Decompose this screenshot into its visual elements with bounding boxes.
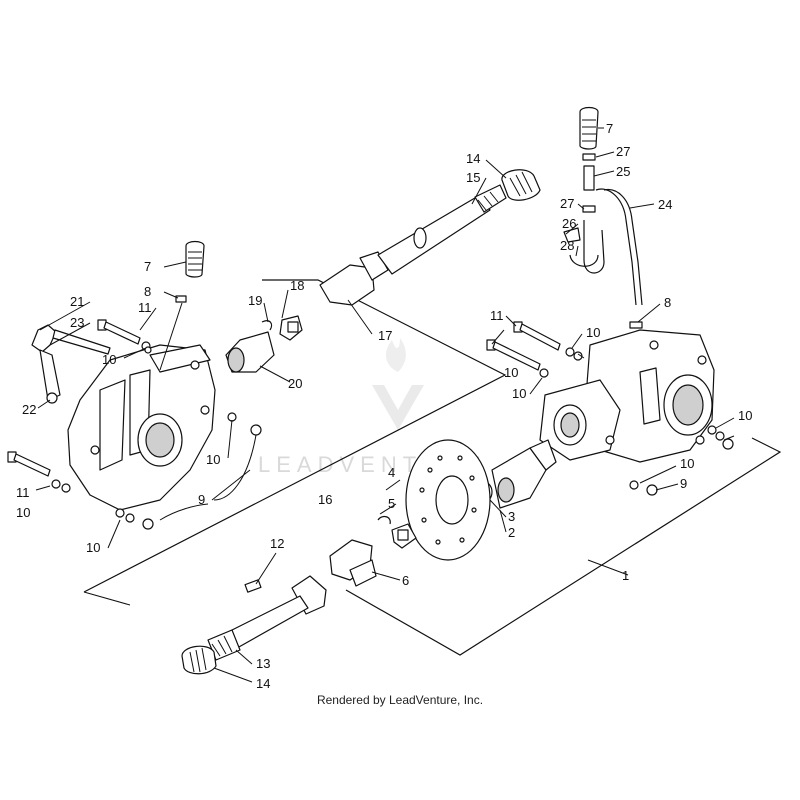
callout-11-left-lower: 11 [16, 485, 30, 500]
drive-shaft-lower [207, 575, 327, 661]
washer-left-3 [51, 479, 61, 489]
callout-11-right: 11 [490, 308, 504, 323]
footer-credit: Rendered by LeadVenture, Inc. [316, 693, 484, 707]
callout-4: 4 [388, 465, 395, 480]
callout-13: 13 [256, 656, 270, 671]
callout-5: 5 [388, 496, 395, 511]
callout-28: 28 [560, 238, 574, 253]
callout-26: 26 [562, 216, 576, 231]
washer-right-2 [573, 351, 583, 361]
yoke-6 [329, 539, 377, 587]
washer-left-7 [227, 412, 237, 422]
callout-10-g: 10 [738, 408, 752, 423]
washer-right-4 [707, 425, 717, 435]
callout-14-upper: 14 [466, 151, 480, 166]
callout-1: 1 [622, 568, 629, 583]
coupler-assembly-18 [225, 315, 303, 373]
bolt-right-lower [486, 339, 541, 371]
callout-7-right: 7 [606, 121, 613, 136]
washer-left-4 [61, 483, 71, 493]
callout-14-lower: 14 [256, 676, 270, 691]
nut-left-9 [142, 518, 154, 530]
callout-3: 3 [508, 509, 515, 524]
washer-right-1 [565, 347, 575, 357]
callout-27-b: 27 [560, 196, 574, 211]
drive-shaft-upper [319, 184, 507, 306]
nut-right-9b [646, 484, 658, 496]
callout-10-b: 10 [206, 452, 220, 467]
callout-16: 16 [318, 492, 332, 507]
callout-9-left: 9 [198, 492, 205, 507]
washer-right-3 [539, 368, 549, 378]
bolt-left-upper [97, 319, 141, 345]
washer-right-5 [715, 431, 725, 441]
frame-assembly-1 [345, 437, 782, 656]
callout-labels: 1 2 3 4 5 6 7 7 8 8 9 9 10 10 10 10 10 1… [16, 121, 752, 691]
vent-hose-left [159, 240, 205, 371]
callout-18: 18 [290, 278, 304, 293]
universal-joint-5 [377, 515, 417, 549]
bolt-right-upper [513, 321, 561, 351]
left-gear-case [67, 344, 216, 511]
callout-12: 12 [270, 536, 284, 551]
frame-assembly-16-base [83, 591, 131, 606]
callout-8-left: 8 [144, 284, 151, 299]
brake-disc [405, 439, 491, 561]
nut-right-9a [722, 438, 734, 450]
boot-14-upper [501, 169, 541, 201]
callout-10-h: 10 [680, 456, 694, 471]
callout-19: 19 [248, 293, 262, 308]
callout-10-d: 10 [86, 540, 100, 555]
callout-27-a: 27 [616, 144, 630, 159]
callout-7-left: 7 [144, 259, 151, 274]
callout-6: 6 [402, 573, 409, 588]
boot-14-lower [181, 645, 217, 675]
washer-left-5 [115, 508, 125, 518]
callout-22: 22 [22, 402, 36, 417]
callout-23: 23 [70, 315, 84, 330]
vent-hose-right [563, 106, 643, 329]
washer-right-6 [629, 480, 639, 490]
callout-25: 25 [616, 164, 630, 179]
washer-left-6 [125, 513, 135, 523]
frame-assembly-16 [83, 279, 507, 593]
watermark-logo [372, 338, 424, 430]
nut-left-10 [250, 424, 262, 436]
callout-15: 15 [466, 170, 480, 185]
bolt-left-lower [7, 451, 51, 477]
callout-11-left-upper: 11 [138, 300, 152, 315]
callout-10-c: 10 [16, 505, 30, 520]
callout-10-a: 10 [102, 352, 116, 367]
callout-10-f: 10 [512, 386, 526, 401]
callout-17: 17 [378, 328, 392, 343]
callout-10-i: 10 [504, 365, 518, 380]
right-gear-case [539, 329, 715, 463]
callout-8-right: 8 [664, 295, 671, 310]
callout-10-e: 10 [586, 325, 600, 340]
leader-lines [35, 127, 735, 683]
callout-20: 20 [288, 376, 302, 391]
callout-9-right: 9 [680, 476, 687, 491]
callout-2: 2 [508, 525, 515, 540]
callout-21: 21 [70, 294, 84, 309]
callout-24: 24 [658, 197, 672, 212]
washer-left-2 [144, 346, 152, 354]
